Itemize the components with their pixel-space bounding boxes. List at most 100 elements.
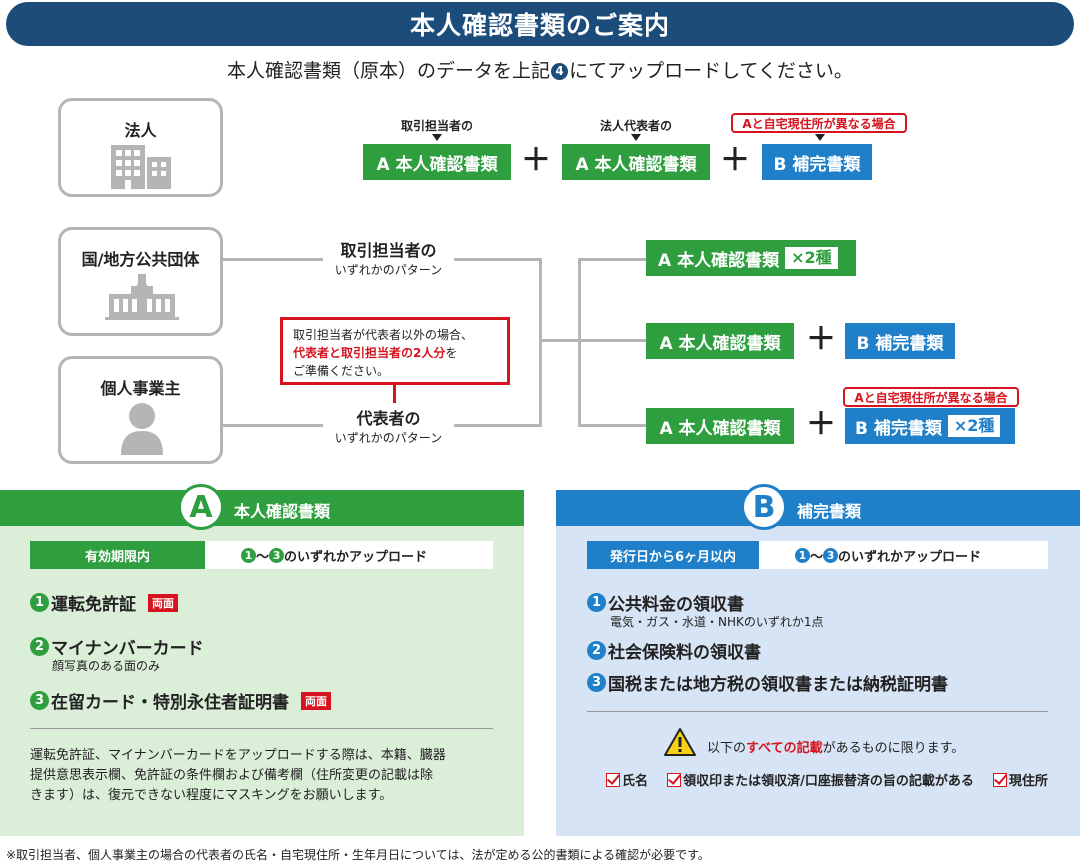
- person-icon: [121, 403, 163, 455]
- panel-b-letter: B: [741, 484, 787, 530]
- checkmark-icon: [606, 773, 620, 787]
- footnote: ※取引担当者、個人事業主の場合の代表者の氏名・自宅現住所・生年月日については、法…: [6, 848, 710, 862]
- times-two-badge: ×2種: [785, 247, 838, 269]
- item-number: 3: [30, 691, 49, 710]
- item-note: 電気・ガス・水道・NHKのいずれか1点: [610, 615, 824, 629]
- step-number-badge: 4: [551, 63, 569, 80]
- chip-a-id-document-x2: A 本人確認書類 ×2種: [646, 240, 856, 276]
- callout-line3: ご準備ください。: [293, 364, 390, 378]
- checkmark-icon: [667, 773, 682, 787]
- note-line: きます）は、復元できない程度にマスキングをお願いします。: [30, 788, 393, 803]
- arrow-down-icon: [815, 134, 825, 141]
- plus-sign: ＋: [521, 143, 551, 178]
- handler-pattern-title: 取引担当者の: [340, 241, 437, 260]
- both-sides-badge: 両面: [148, 593, 178, 612]
- range-sep: ～: [256, 549, 270, 565]
- checkmark-icon: [992, 773, 1007, 787]
- connector-line: [539, 258, 542, 427]
- panel-b-item-3: 3 国税または地方税の領収書または納税証明書: [587, 670, 948, 695]
- connector-line: [578, 258, 646, 261]
- warning-text: 以下のすべての記載があるものに限ります。: [707, 737, 964, 756]
- chip-a-id-document: A 本人確認書類: [646, 408, 794, 444]
- page-title: 本人確認書類のご案内: [6, 2, 1074, 46]
- check-address: 現住所: [1008, 774, 1048, 789]
- item-number: 3: [587, 673, 606, 692]
- divider: [587, 711, 1048, 712]
- entity-box-sole-proprietor: 個人事業主: [58, 356, 223, 464]
- arrow-down-icon: [631, 134, 641, 141]
- note-line: 運転免許証、マイナンバーカードをアップロードする際は、本籍、臓器: [30, 748, 446, 763]
- chip-a-id-document: A 本人確認書類: [363, 144, 511, 180]
- panel-b-title: 補完書類: [797, 502, 862, 521]
- item-number: 1: [30, 593, 49, 612]
- upload-instruction-text: のいずれかアップロード: [838, 549, 982, 565]
- warning-red: すべての記載: [746, 741, 823, 756]
- item-label: 社会保険料の領収書: [608, 643, 761, 663]
- tag-text: Aと自宅現住所が異なる場合: [854, 390, 1008, 405]
- callout-line1: 取引担当者が代表者以外の場合、: [293, 328, 474, 342]
- chip-b-supplementary: B 補完書類: [762, 144, 872, 180]
- item-number: 2: [30, 637, 49, 656]
- label-handler: 取引担当者の: [400, 119, 473, 133]
- item-label: 在留カード・特別永住者証明書: [51, 693, 289, 713]
- government-building-icon: [105, 274, 179, 320]
- connector-line: [578, 258, 581, 427]
- entity-label-gov: 国/地方公共団体: [81, 250, 200, 269]
- panel-a-letter: A: [178, 484, 224, 530]
- panel-a-item-1: 1 運転免許証 両面: [30, 590, 178, 615]
- entity-box-corp: 法人: [58, 98, 223, 197]
- upload-instruction-text: のいずれかアップロード: [284, 549, 428, 565]
- both-sides-badge: 両面: [301, 691, 331, 710]
- plus-sign: ＋: [806, 407, 836, 442]
- connector-line: [223, 424, 323, 427]
- warning-before: 以下の: [707, 741, 747, 756]
- panel-a-title: 本人確認書類: [234, 502, 331, 521]
- entity-box-gov: 国/地方公共団体: [58, 227, 223, 336]
- divider: [30, 728, 493, 729]
- connector-line: [223, 258, 323, 261]
- range-sep: ～: [810, 549, 824, 565]
- handler-pattern-sub: いずれかのパターン: [334, 263, 443, 277]
- rep-pattern-sub: いずれかのパターン: [334, 431, 443, 445]
- item-number: 1: [587, 593, 606, 612]
- required-fields: 氏名 領収印または領収済/口座振替済の旨の記載がある 現住所: [606, 770, 1048, 789]
- rep-pattern-title: 代表者の: [356, 409, 421, 428]
- subtitle-after: にてアップロードしてください。: [569, 60, 853, 82]
- callout-red-text: 代表者と取引担当者の2人分: [293, 346, 446, 360]
- item-label: マイナンバーカード: [51, 639, 204, 659]
- callout-box: 取引担当者が代表者以外の場合、 代表者と取引担当者の2人分を ご準備ください。: [280, 317, 510, 385]
- num-1-badge: 1: [795, 547, 810, 563]
- item-note: 顔写真のある面のみ: [52, 659, 161, 673]
- page-title-text: 本人確認書類のご案内: [409, 11, 670, 40]
- chip-b-supplementary-x2: B 補完書類 ×2種: [845, 408, 1015, 444]
- chip-a-id-document: A 本人確認書類: [562, 144, 710, 180]
- check-name: 氏名: [622, 774, 649, 789]
- tag-text: Aと自宅現住所が異なる場合: [742, 116, 896, 131]
- warning-icon: [664, 728, 696, 756]
- panel-b-item-2: 2 社会保険料の領収書: [587, 638, 761, 663]
- num-3-badge: 3: [823, 547, 839, 563]
- different-address-tag: Aと自宅現住所が異なる場合: [843, 387, 1019, 407]
- chip-a-id-document: A 本人確認書類: [646, 323, 794, 359]
- different-address-tag: Aと自宅現住所が異なる場合: [731, 113, 907, 133]
- connector-line: [540, 339, 580, 342]
- chip-b-supplementary: B 補完書類: [845, 323, 955, 359]
- check-receipt: 領収印または領収済/口座振替済の旨の記載がある: [683, 774, 974, 789]
- panel-a-header: [0, 490, 524, 526]
- rep-pattern-label: 代表者の いずれかのパターン: [323, 405, 454, 446]
- panel-b-item-1: 1 公共料金の領収書: [587, 590, 744, 615]
- chip-a-text: A 本人確認書類: [658, 250, 780, 271]
- plus-sign: ＋: [720, 143, 750, 178]
- masking-note: 運転免許証、マイナンバーカードをアップロードする際は、本籍、臓器 提供意思表示欄…: [30, 746, 510, 806]
- building-icon: [111, 145, 171, 189]
- label-corp-rep: 法人代表者の: [599, 119, 672, 133]
- panel-a-item-3: 3 在留カード・特別永住者証明書 両面: [30, 688, 331, 713]
- validity-label: 有効期限内: [30, 541, 205, 569]
- num-3-badge: 3: [269, 547, 285, 563]
- connector-line: [454, 424, 540, 427]
